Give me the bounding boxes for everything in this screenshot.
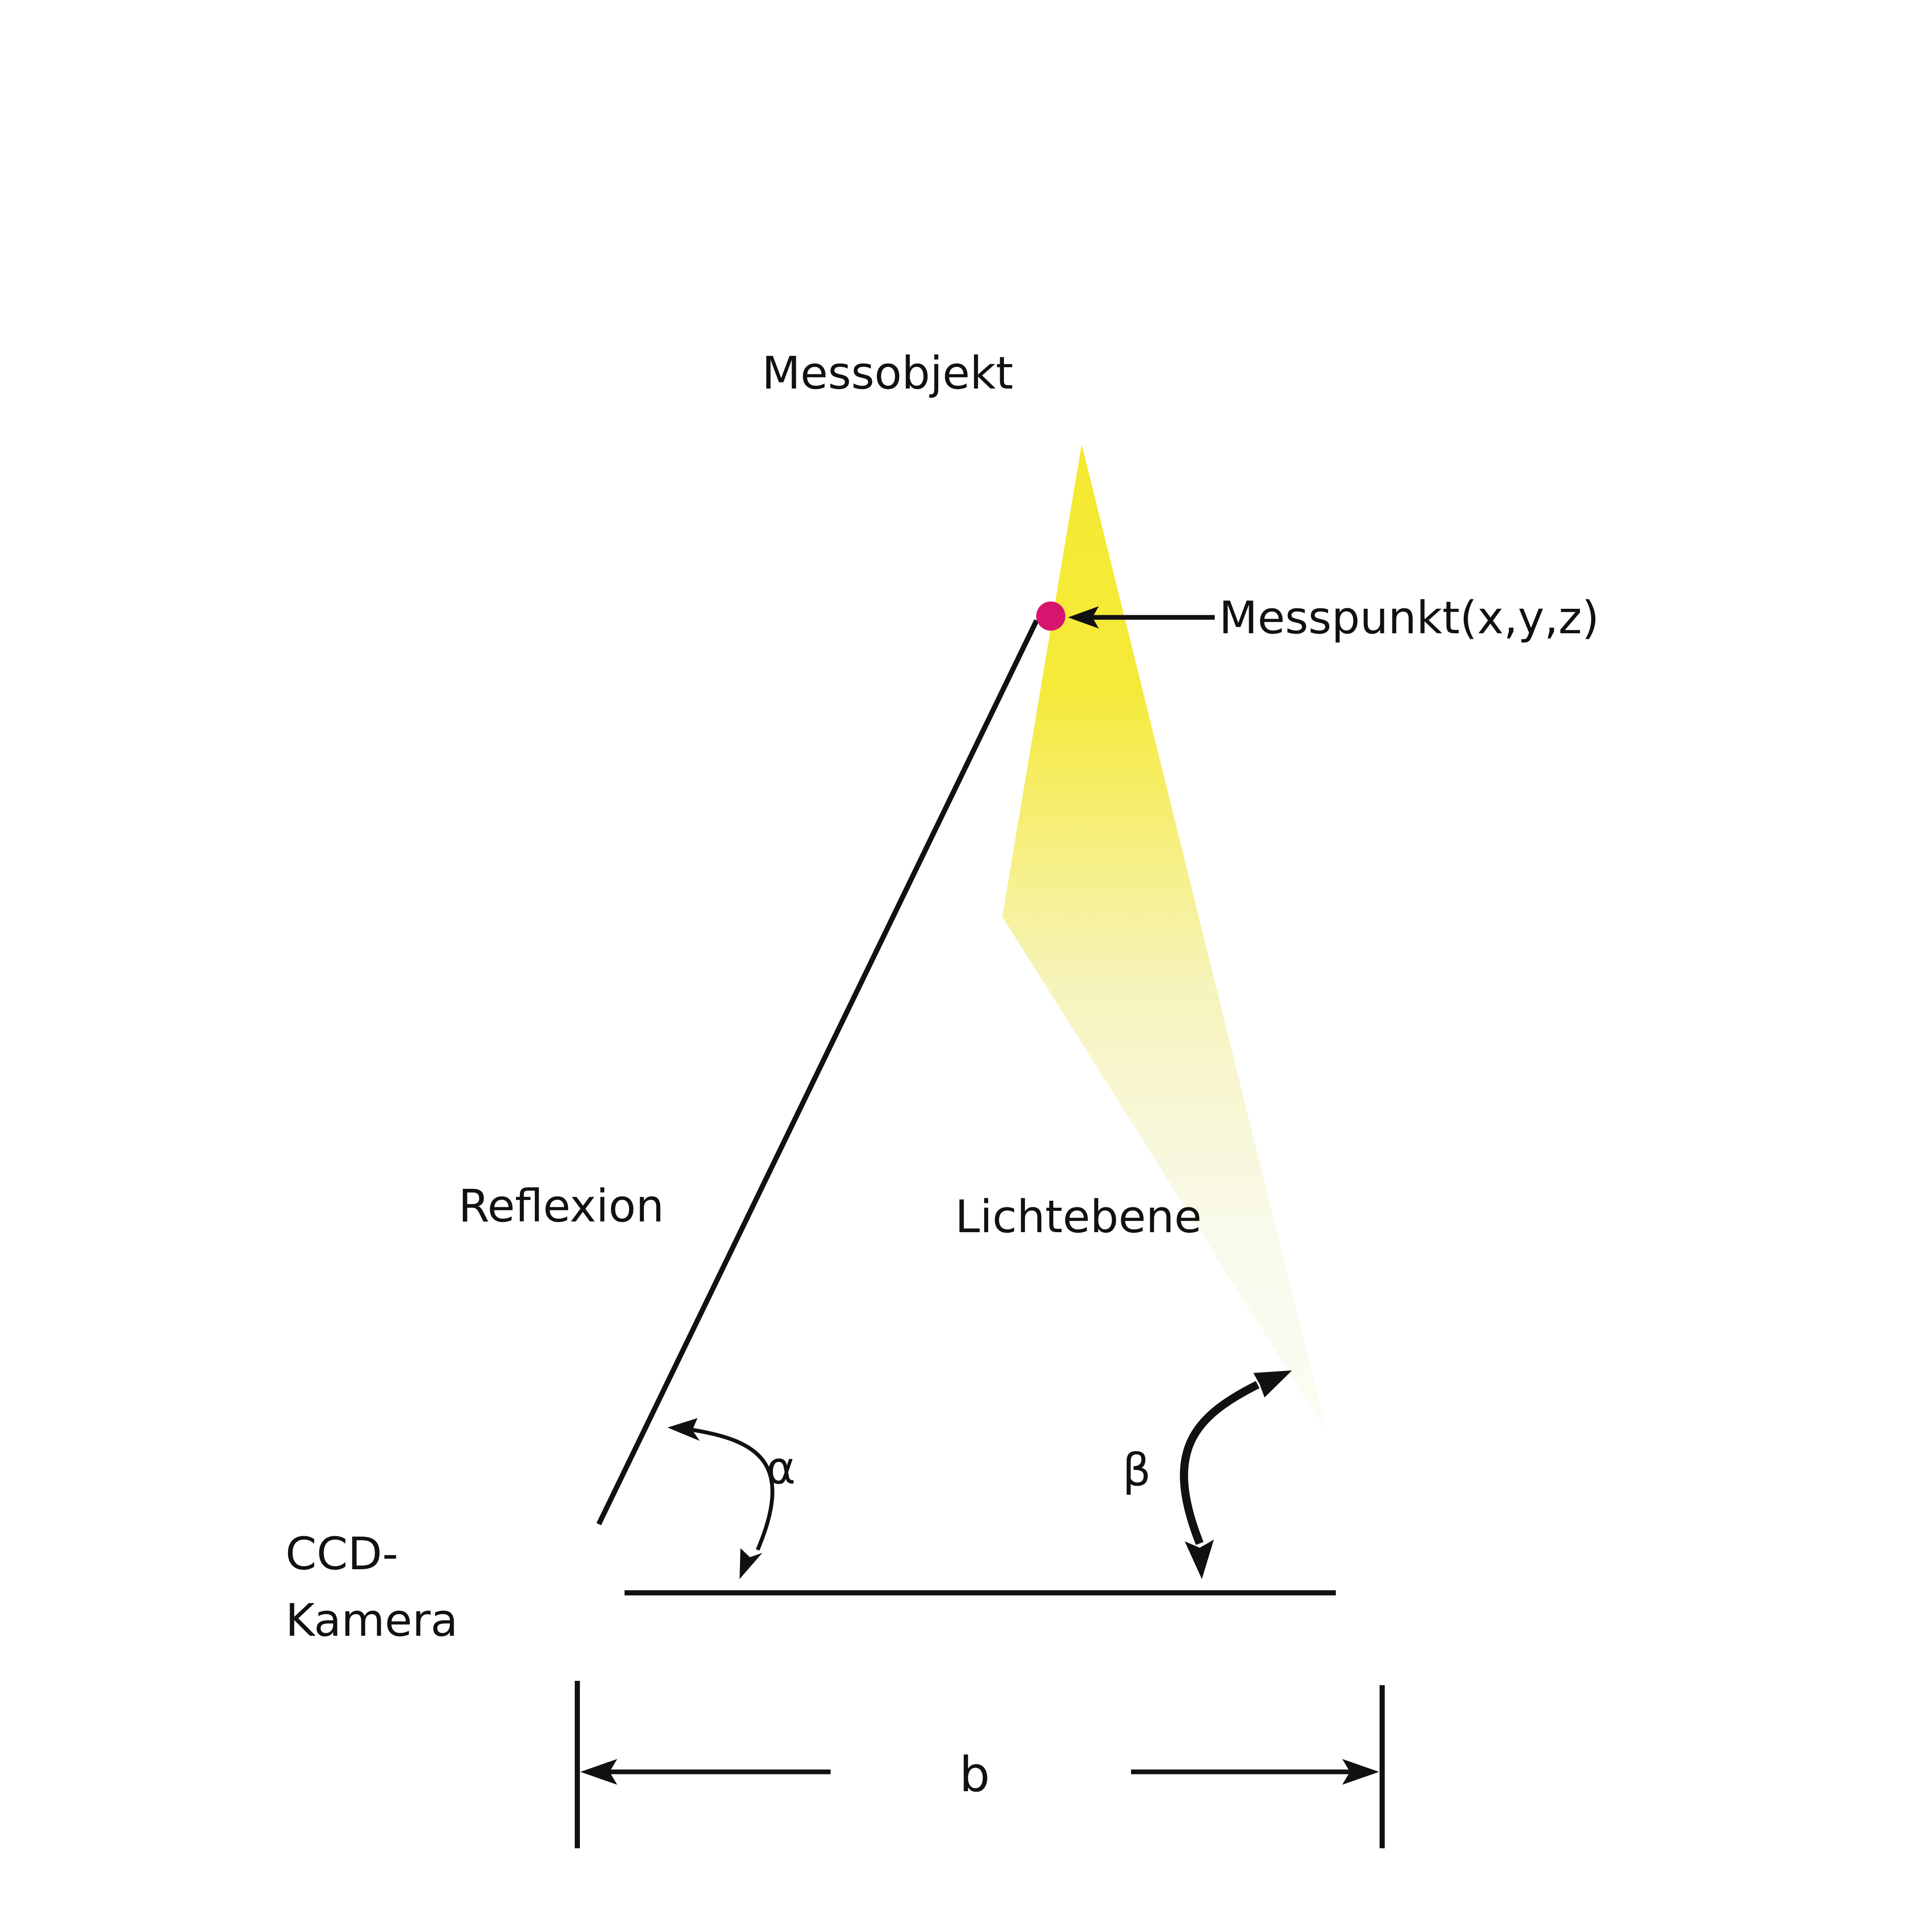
reflection-line [596,619,1039,1525]
beta-label: β [1122,1444,1151,1496]
beta-arrowhead-top-icon [1253,1370,1292,1397]
alpha-arrowhead-bottom-icon [740,1548,762,1579]
alpha-arc [691,1428,774,1551]
baseline-arrowhead-left-icon [580,1759,617,1785]
measurement-point-label: Messpunkt(x,y,z) [1219,592,1599,644]
beta-arc [1180,1381,1260,1545]
baseline-label: b [959,1747,990,1803]
alpha-arrowhead-top-icon [667,1418,700,1441]
beta-arrowhead-bottom-icon [1185,1540,1214,1579]
baseline-arrowhead-right-icon [1342,1759,1379,1785]
point-pointer-arrowhead-icon [1068,606,1099,629]
measurement-point-dot [1036,601,1065,631]
light-plane-wedge [1002,444,1326,1432]
light-plane-label: Lichtebene [955,1191,1202,1243]
reflection-label: Reflexion [458,1180,664,1232]
camera-label-line1: CCD- [285,1528,398,1580]
measured-object-label: Messobjekt [762,347,1013,399]
alpha-label: α [766,1442,796,1494]
camera-label-line2: Kamera [285,1594,458,1646]
